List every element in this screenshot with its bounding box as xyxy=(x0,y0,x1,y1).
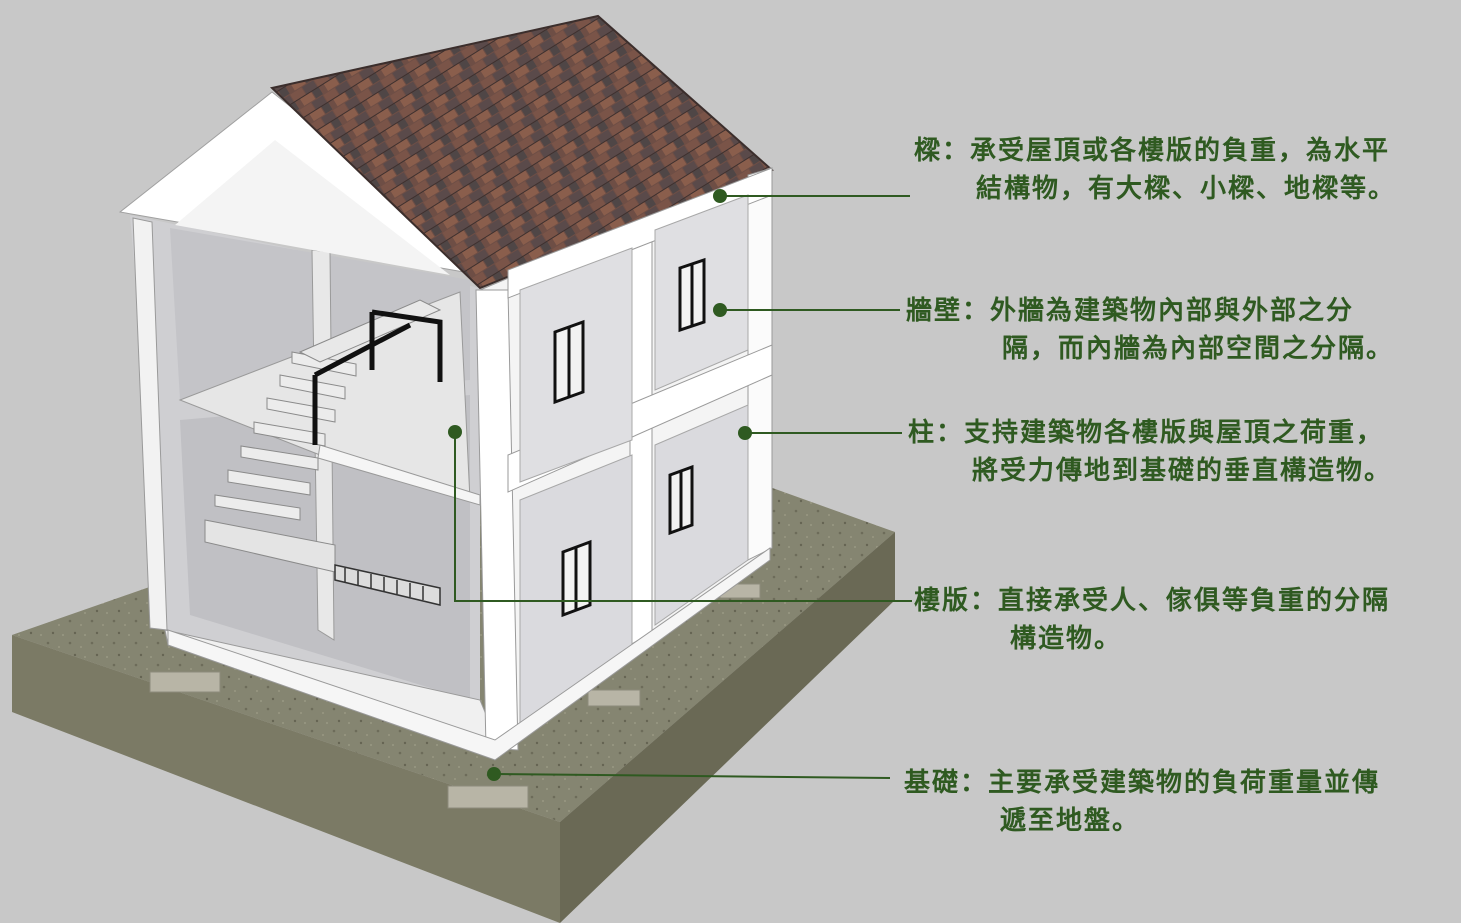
wall-label-line2: 隔，而內牆為內部空間之分隔。 xyxy=(1002,334,1395,364)
window xyxy=(561,539,592,618)
window xyxy=(678,257,706,333)
mid-column xyxy=(629,231,653,646)
wall-label: 牆壁：外牆為建築物內部與外部之分 隔，而內牆為內部空間之分隔。 xyxy=(906,292,1394,368)
leader-lines xyxy=(454,195,912,779)
lower-stair-flight xyxy=(334,564,441,606)
footing xyxy=(447,785,529,809)
slab-label-line2: 構造物。 xyxy=(1010,624,1123,654)
column-leader-dot xyxy=(738,426,752,440)
gable-inner xyxy=(175,140,450,275)
beam-label-line2: 結構物，有大樑、小樑、地樑等。 xyxy=(976,174,1397,204)
foundation-leader-dot xyxy=(487,767,501,781)
stair-railing xyxy=(312,309,443,445)
wall-panel-bottom-right xyxy=(654,404,749,626)
wall-leader-dot xyxy=(713,303,727,317)
beam-label-line1: 樑：承受屋頂或各樓版的負重，為水平 xyxy=(914,136,1391,166)
footing xyxy=(587,689,641,707)
foundation-label-line1: 基礎：主要承受建築物的負荷重量並傳 xyxy=(904,768,1381,798)
ground-front-face xyxy=(12,635,560,923)
window xyxy=(668,464,694,536)
slab-label: 樓版：直接承受人、傢俱等負重的分隔 構造物。 xyxy=(914,582,1390,658)
footing xyxy=(149,671,221,693)
beam-leader-dot xyxy=(713,189,727,203)
leader-dots xyxy=(448,189,752,781)
second-floor-slab-edge xyxy=(317,444,481,506)
ground-beam xyxy=(167,547,771,761)
column-label-line1: 柱：支持建築物各樓版與屋頂之荷重， xyxy=(908,418,1385,448)
slab-leader xyxy=(454,432,912,602)
front-corner-column xyxy=(475,289,519,751)
ground-right-face xyxy=(560,532,895,923)
foundation-leader xyxy=(493,773,891,779)
window xyxy=(553,319,585,405)
wall-label-line1: 牆壁：外牆為建築物內部與外部之分 xyxy=(906,296,1355,326)
beam-label: 樑：承受屋頂或各樓版的負重，為水平 結構物，有大樑、小樑、地樑等。 xyxy=(914,132,1396,208)
foundation-label-line2: 遞至地盤。 xyxy=(1000,806,1141,836)
slab-leader-dot xyxy=(448,425,462,439)
foundation-label: 基礎：主要承受建築物的負荷重量並傳 遞至地盤。 xyxy=(904,764,1380,840)
column-label-line2: 將受力傳地到基礎的垂直構造物。 xyxy=(972,456,1393,486)
slab-label-line1: 樓版：直接承受人、傢俱等負重的分隔 xyxy=(914,586,1391,616)
column-label: 柱：支持建築物各樓版與屋頂之荷重， 將受力傳地到基礎的垂直構造物。 xyxy=(908,414,1392,490)
